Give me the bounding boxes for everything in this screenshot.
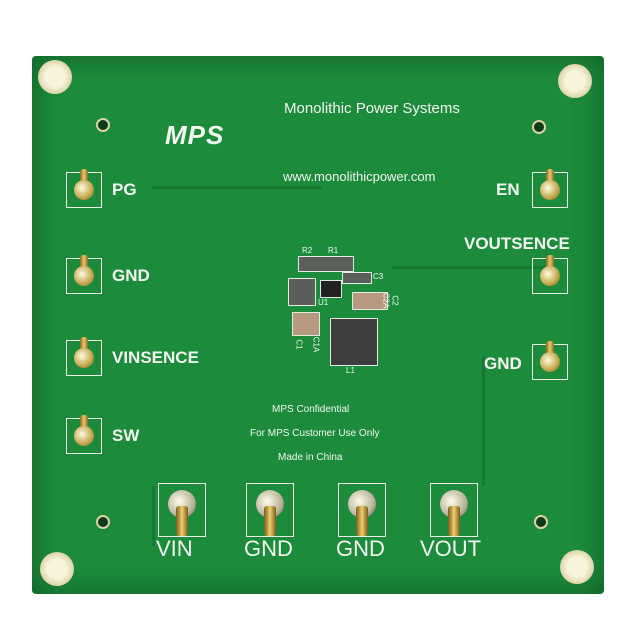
via <box>96 515 110 529</box>
label-gnd-bottom-1: GND <box>244 536 293 561</box>
label-r1: R1 <box>328 246 339 255</box>
company-name: Monolithic Power Systems <box>284 100 460 117</box>
terminal-sw[interactable] <box>66 415 102 454</box>
terminal-vinsence[interactable] <box>66 337 102 376</box>
via <box>534 515 548 529</box>
terminal-vout[interactable] <box>430 483 478 537</box>
website-text: www.monolithicpower.com <box>283 169 436 184</box>
terminal-gnd-bottom-2[interactable] <box>338 483 386 537</box>
label-c2: C2 <box>390 295 400 306</box>
label-r2: R2 <box>302 246 313 255</box>
note-customer-use: For MPS Customer Use Only <box>250 428 380 439</box>
mounting-hole <box>560 550 594 584</box>
label-en: EN <box>496 180 520 199</box>
terminal-voutsence[interactable] <box>532 255 568 294</box>
terminal-gnd-left[interactable] <box>66 255 102 294</box>
mounting-hole <box>38 60 72 94</box>
capacitor-c3 <box>342 272 372 284</box>
label-u1: U1 <box>318 298 329 307</box>
label-c1: C1 <box>294 339 304 350</box>
label-vin: VIN <box>156 536 193 561</box>
note-made-in-china: Made in China <box>278 452 343 463</box>
capacitor-block <box>288 278 316 306</box>
ic-u1 <box>320 280 342 298</box>
label-gnd-bottom-2: GND <box>336 536 385 561</box>
label-sw: SW <box>112 426 140 445</box>
label-gnd-right: GND <box>484 354 522 373</box>
label-c2a: C2A <box>381 292 391 309</box>
trace <box>482 356 485 486</box>
via <box>532 120 546 134</box>
note-confidential: MPS Confidential <box>272 404 350 415</box>
terminal-vin[interactable] <box>158 483 206 537</box>
label-l1: L1 <box>346 366 355 375</box>
label-vout: VOUT <box>420 536 482 561</box>
label-vinsence: VINSENCE <box>112 348 199 367</box>
inductor-l1 <box>330 318 378 366</box>
mps-logo: MPS <box>165 120 225 150</box>
terminal-en[interactable] <box>532 169 568 208</box>
trace <box>152 486 155 546</box>
terminal-gnd-bottom-1[interactable] <box>246 483 294 537</box>
capacitor-c1 <box>292 312 320 336</box>
via <box>96 118 110 132</box>
label-gnd-left: GND <box>112 266 150 285</box>
label-pg: PG <box>112 180 137 199</box>
terminal-pg[interactable] <box>66 169 102 208</box>
mounting-hole <box>558 64 592 98</box>
capacitor-c2 <box>352 292 388 310</box>
trace <box>152 186 322 189</box>
trace <box>392 266 552 269</box>
label-c1a: C1A <box>311 336 321 353</box>
mounting-hole <box>40 552 74 586</box>
terminal-gnd-right[interactable] <box>532 341 568 380</box>
label-c3: C3 <box>373 272 384 281</box>
resistor-array <box>298 256 354 272</box>
label-voutsence: VOUTSENCE <box>464 234 570 253</box>
